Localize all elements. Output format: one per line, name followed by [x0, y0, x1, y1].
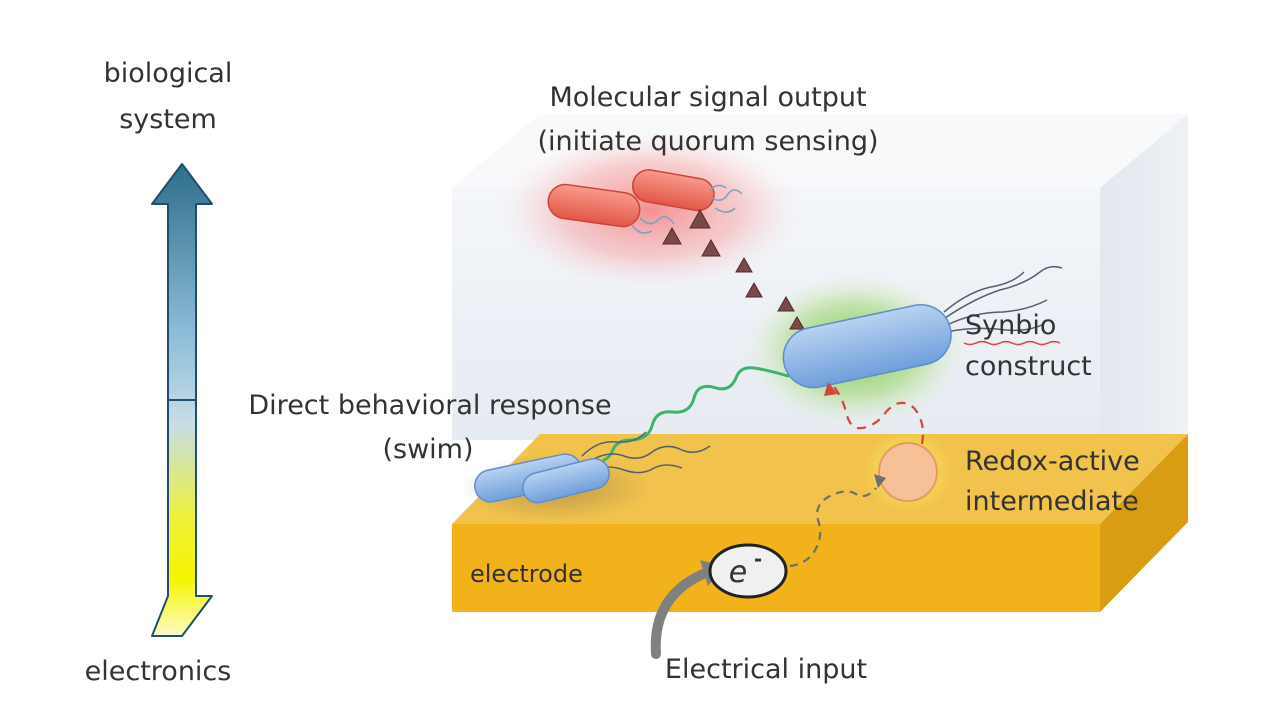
redox-label-line1: Redox-active [965, 446, 1140, 477]
electron-arrowhead [874, 474, 886, 488]
red-glow [500, 132, 800, 288]
direct-response-label-line1: Direct behavioral response [248, 390, 611, 421]
swim-bacterium-front [522, 457, 610, 504]
signal-molecule [745, 281, 763, 298]
scale-top-label-line2: system [119, 104, 217, 135]
signal-molecule [789, 316, 805, 330]
synbio-underline [963, 340, 1061, 346]
synbio-construct-cell [782, 304, 952, 389]
molecular-signal-label-line2: (initiate quorum sensing) [537, 126, 878, 157]
electron-badge [708, 543, 788, 599]
electrical-input-label: Electrical input [665, 654, 867, 685]
redox-label-line2: intermediate [965, 486, 1139, 517]
scale-arrow [151, 163, 213, 637]
red-bacterium-left [547, 183, 641, 228]
signal-molecule [689, 208, 711, 229]
electrical-input-arrow [650, 567, 713, 659]
signal-molecule [777, 295, 795, 312]
electron-symbol: e [729, 555, 747, 590]
electron-to-redox-path [789, 487, 877, 568]
red-flagella [631, 184, 743, 234]
behavior-signal-trail [602, 366, 790, 462]
electron-charge: - [754, 547, 762, 571]
synbio-label-line1: Synbio [965, 310, 1056, 341]
signal-molecule [662, 226, 682, 245]
molecular-signal-label-line1: Molecular signal output [549, 82, 866, 113]
scale-top-label-line1: biological [104, 58, 233, 89]
scale-bottom-label: electronics [85, 656, 232, 687]
red-bacterium-right [631, 169, 715, 212]
redox-intermediate-particle [878, 442, 938, 502]
synbio-label-line2: construct [965, 351, 1092, 382]
synbio-flagella [943, 265, 1063, 333]
direct-response-label-line2: (swim) [382, 434, 473, 465]
signal-molecule [735, 256, 753, 273]
redox-arrowhead [824, 382, 838, 396]
signal-molecule [701, 238, 721, 257]
redox-to-cell-path [831, 383, 925, 445]
electrode-label: electrode [470, 560, 583, 588]
